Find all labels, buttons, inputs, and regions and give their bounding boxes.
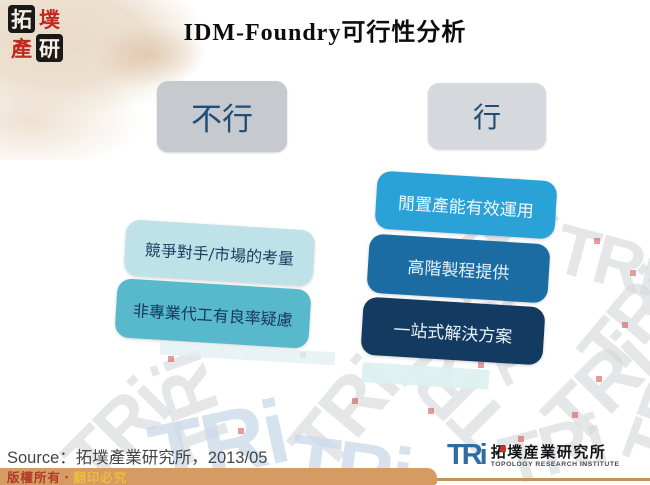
- header-not-feasible: 不行: [157, 81, 287, 152]
- watermark-red-dot: [168, 356, 174, 362]
- watermark-red-dot: [622, 322, 628, 328]
- tri-footer-logo: TRi 拓墣産業研究所 TOPOLOGY RESEARCH INSTITUTE: [447, 439, 620, 472]
- header-feasible-label: 行: [472, 101, 501, 134]
- feasible-item-2: 高階製程提供: [366, 233, 551, 304]
- copyright-bar: 版權所有 ▪ 翻印必究: [0, 468, 437, 485]
- not-feasible-item-2: 非專業代工有良率疑慮: [114, 278, 312, 349]
- tri-watermark: TRi: [525, 316, 650, 462]
- tri-logo-names: 拓墣産業研究所 TOPOLOGY RESEARCH INSTITUTE: [491, 443, 620, 468]
- source-note: Source：拓墣產業研究所，2013/05: [7, 449, 268, 467]
- not-feasible-item-1: 競爭對手/市場的考量: [123, 219, 316, 287]
- seal-char: 拓: [8, 5, 35, 33]
- copyright-separator: ▪: [65, 471, 70, 482]
- watermark-red-dot: [572, 412, 578, 418]
- footer-rule: [428, 478, 650, 481]
- copyright-text-left: 版權所有: [7, 471, 62, 485]
- seal-char: 墣: [39, 6, 60, 32]
- watermark-red-dot: [428, 408, 434, 414]
- tri-english-name: TOPOLOGY RESEARCH INSTITUTE: [490, 461, 620, 468]
- watermark-red-dot: [596, 376, 602, 382]
- watermark-red-dot: [352, 398, 358, 404]
- tri-logo-red-dot: [500, 446, 506, 452]
- reflection-band-right: [361, 362, 490, 390]
- feasible-item-3: 一站式解決方案: [360, 296, 546, 366]
- page-title: IDM-Foundry可行性分析: [183, 20, 467, 46]
- watermark-red-dot: [238, 428, 244, 434]
- watermark-red-dot: [518, 436, 524, 442]
- tri-watermark: TRi: [546, 208, 650, 312]
- tri-watermark: TRi: [562, 252, 650, 393]
- watermark-red-dot: [478, 362, 484, 368]
- seal-char: 研: [36, 34, 63, 62]
- watermark-red-dot: [594, 238, 600, 244]
- tri-logotype: TRi: [447, 439, 488, 472]
- feasible-item-1: 閒置產能有效運用: [374, 170, 558, 240]
- header-not-feasible-label: 不行: [191, 102, 253, 138]
- tri-chinese-name: 拓墣産業研究所: [490, 443, 607, 461]
- copyright-text-right: 翻印必究: [73, 471, 128, 485]
- watermark-red-dot: [630, 270, 636, 276]
- seal-char: 產: [11, 35, 32, 61]
- header-feasible: 行: [428, 83, 546, 149]
- topology-seal-logo: 拓 墣 產 研: [8, 5, 63, 62]
